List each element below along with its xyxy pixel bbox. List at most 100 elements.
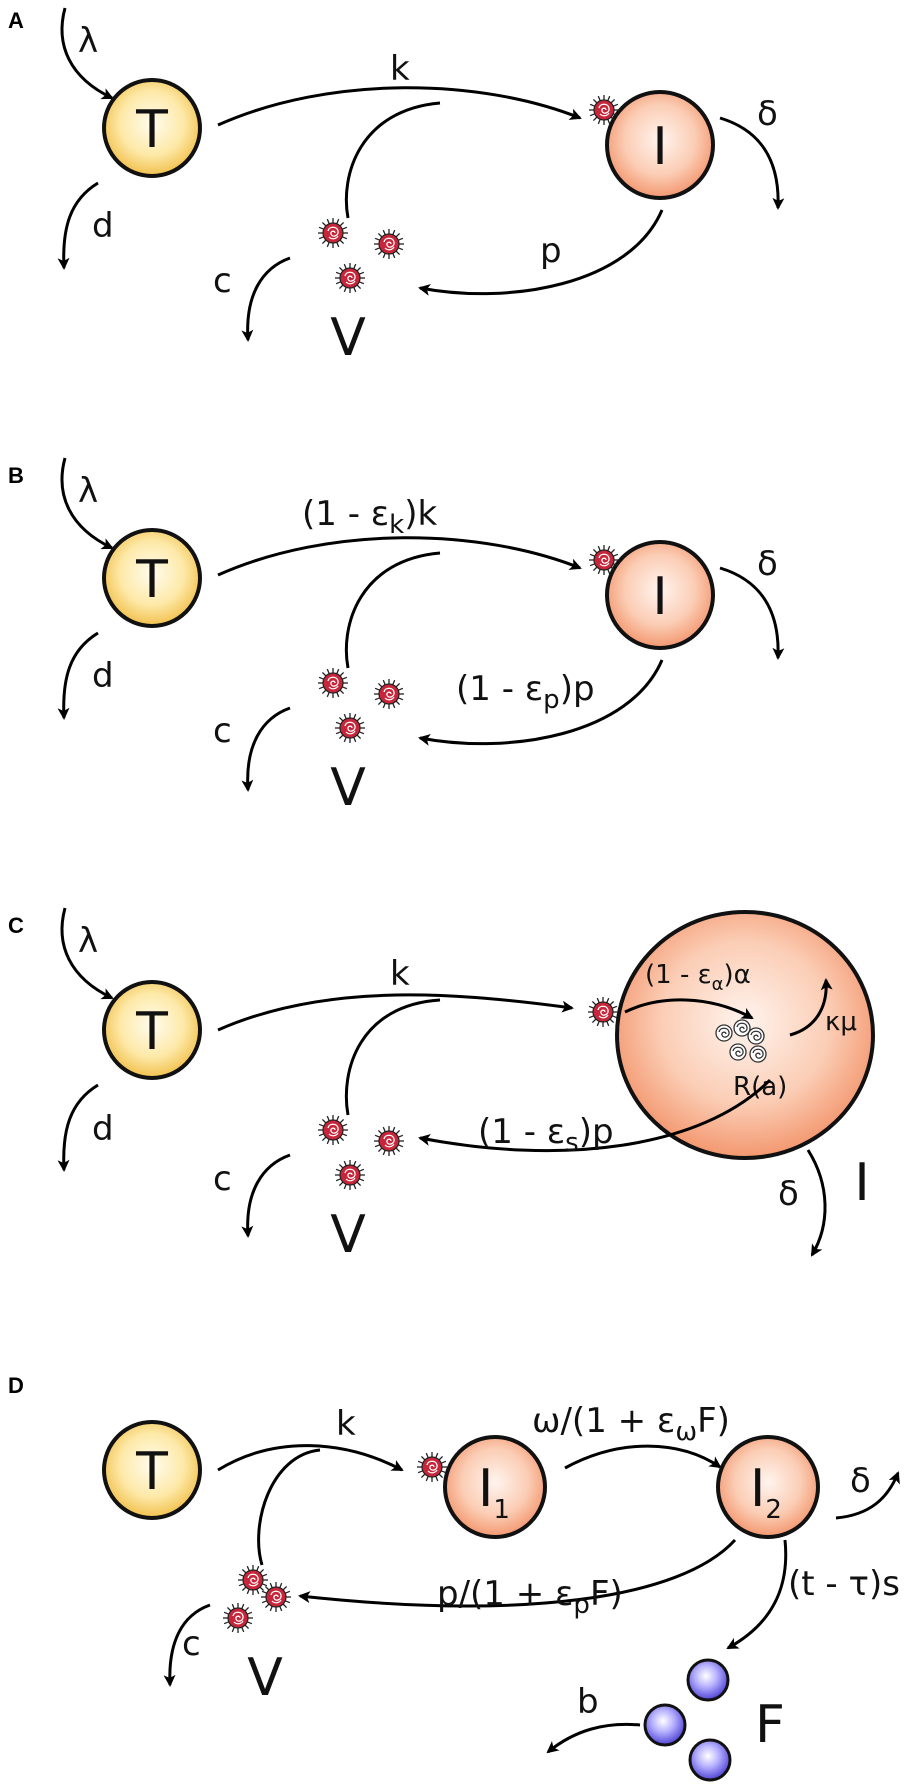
lambda-label: λ <box>78 471 98 511</box>
rna-synthesis-suffix: )α <box>724 960 751 990</box>
clearance-rate-label: c <box>213 261 232 301</box>
interferon-production-label: (t - τ)s <box>788 1564 900 1604</box>
infection-rate-label: k <box>336 1404 356 1444</box>
target-cell-label: T <box>135 1002 168 1062</box>
t-death-label: d <box>92 1109 114 1149</box>
target-cell-t <box>102 78 202 178</box>
clearance-arrow <box>163 1603 211 1687</box>
clearance-arrow <box>241 1153 291 1238</box>
target-cell-t <box>102 980 202 1080</box>
virion-icon <box>587 996 619 1028</box>
interferon-sphere-icon <box>686 1658 730 1702</box>
t-death-label: d <box>92 656 114 696</box>
virion-icon <box>373 1125 405 1157</box>
panel-c: C λ T k (1 - εα)α κμ R(a) (1 - εs)p δ I … <box>8 907 875 1265</box>
death-arrow-i2 <box>835 1471 900 1520</box>
panel-letter-a: A <box>8 8 24 33</box>
target-cell-label: T <box>135 100 168 160</box>
interferon-sphere-icon <box>643 1703 687 1747</box>
production-rate-subscript: p <box>543 685 560 715</box>
target-cell-label: T <box>135 1442 168 1502</box>
maturation-rate-subscript: ω <box>675 1417 697 1447</box>
infection-rate-prefix: (1 - ε <box>302 494 389 534</box>
production-rate-suffix: )p <box>560 669 595 709</box>
virion-icon <box>416 1451 448 1483</box>
infection-arrow <box>217 86 582 127</box>
death-arrow-i <box>806 1149 827 1257</box>
infected-cell-i1-label: I1 <box>478 1459 510 1525</box>
infected-cell-i2 <box>716 1435 820 1539</box>
virus-label: V <box>247 1648 283 1708</box>
panel-letter-d: D <box>8 1373 24 1398</box>
rna-synthesis-arrow <box>624 998 754 1020</box>
infection-rate-subscript: k <box>389 510 404 540</box>
lambda-label: λ <box>78 921 98 961</box>
virion-icon <box>317 217 349 249</box>
infected-cell-i1 <box>443 1435 547 1539</box>
virus-binding-curve <box>344 551 441 669</box>
production-rate-prefix: p/(1 + ε <box>437 1574 573 1614</box>
death-rate-label: δ <box>778 1174 799 1214</box>
interferon-decay-label: b <box>577 1682 599 1722</box>
virus-label: V <box>330 1205 366 1265</box>
i1-subscript: 1 <box>493 1495 510 1525</box>
virus-label: V <box>330 308 366 368</box>
production-rate-prefix: (1 - ε <box>456 669 543 709</box>
infection-rate-label: k <box>390 49 410 89</box>
rna-synthesis-label: (1 - εα)α <box>645 960 751 995</box>
interferon-decay-arrow <box>546 1722 641 1754</box>
death-arrow-t <box>57 631 99 720</box>
virion-icon <box>317 667 349 699</box>
i2-subscript: 2 <box>765 1495 782 1525</box>
clearance-arrow <box>241 706 291 792</box>
clearance-arrow <box>241 256 291 342</box>
virion-icon <box>334 1159 366 1191</box>
virus-binding-curve <box>344 998 441 1116</box>
death-rate-label: δ <box>850 1461 871 1501</box>
i1-letter: I <box>478 1459 493 1519</box>
death-rate-label: δ <box>757 94 778 134</box>
production-rate-suffix: F) <box>590 1574 623 1614</box>
target-cell-t <box>102 528 202 628</box>
panel-letter-c: C <box>8 913 24 938</box>
virion-icon <box>373 678 405 710</box>
death-arrow-t <box>57 181 99 270</box>
virion-icon <box>588 94 620 126</box>
rna-icon <box>747 1027 765 1045</box>
lambda-arrow <box>60 7 114 100</box>
lambda-arrow <box>60 457 114 550</box>
maturation-arrow <box>564 1444 722 1470</box>
target-cell-t <box>102 1420 202 1520</box>
panel-b: B λ T (1 - εk)k I δ d (1 - εp)p V c <box>8 457 785 818</box>
production-rate-label: (1 - εp)p <box>456 669 595 715</box>
infection-rate-label: (1 - εk)k <box>302 494 437 540</box>
infection-arrow <box>217 536 582 577</box>
virion-icon <box>334 262 366 294</box>
infected-cell-label: I <box>652 117 667 177</box>
panel-d: D T k I1 ω/(1 + εωF) I2 δ p/(1 + εpF) (t… <box>8 1373 900 1782</box>
clearance-rate-label: c <box>182 1624 201 1664</box>
virus-binding-curve <box>257 1448 321 1566</box>
interferon-production-arrow <box>726 1539 788 1650</box>
production-rate-subscript: s <box>565 1128 579 1158</box>
virion-icon <box>237 1564 269 1596</box>
production-arrow <box>418 209 664 296</box>
virus-binding-curve <box>344 101 441 219</box>
virion-icon <box>588 544 620 576</box>
rna-icon <box>749 1045 767 1063</box>
death-rate-label: δ <box>757 544 778 584</box>
maturation-rate-prefix: ω/(1 + ε <box>532 1401 675 1441</box>
infection-arrow <box>217 1444 404 1472</box>
clearance-rate-label: c <box>213 1159 232 1199</box>
infected-cell-i2-label: I2 <box>750 1459 782 1525</box>
virion-icon <box>260 1581 292 1613</box>
panel-a: A λ T k I δ d p V c <box>8 7 785 368</box>
virion-icon <box>373 228 405 260</box>
infection-arrow <box>217 993 574 1032</box>
death-arrow-t <box>57 1083 99 1172</box>
virus-label: V <box>330 758 366 818</box>
infected-cell-i <box>605 90 715 200</box>
infected-cell-label: I <box>652 567 667 627</box>
production-rate-label: p <box>540 231 562 271</box>
